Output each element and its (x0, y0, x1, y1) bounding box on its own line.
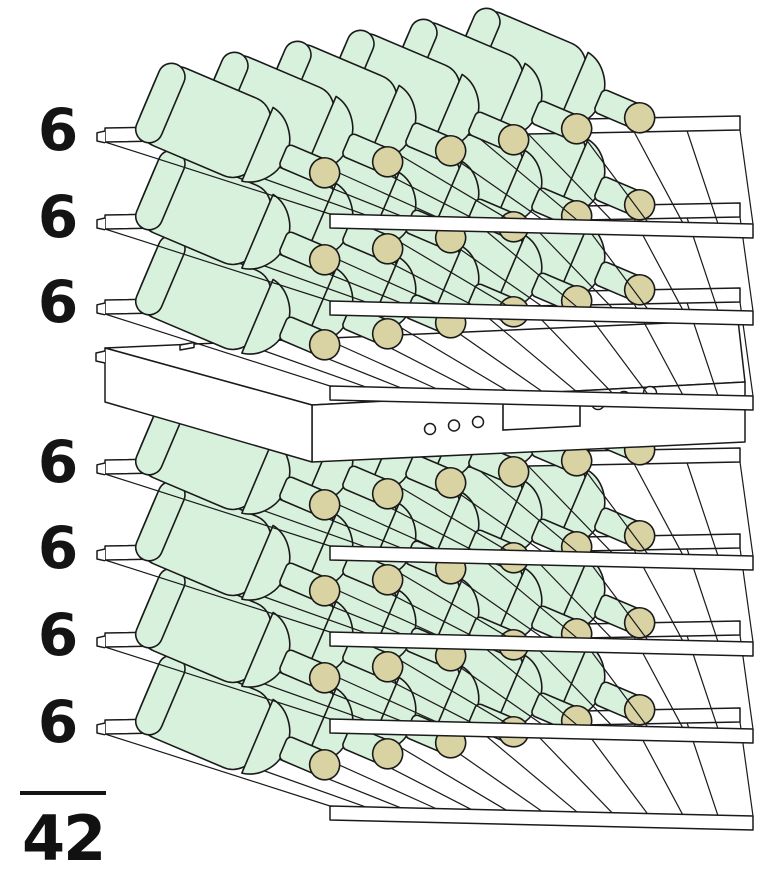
panel-button-icon (447, 419, 461, 432)
shelf-count-label: 6 (37, 428, 79, 496)
total-count-label: 42 (22, 802, 106, 875)
shelf-count-label: 6 (37, 183, 79, 251)
shelf-count-label: 6 (37, 601, 79, 669)
total-divider-line (20, 791, 106, 795)
panel-left-face (104, 347, 313, 463)
shelf-count-label: 6 (37, 688, 79, 756)
panel-button-icon (423, 422, 437, 436)
shelf-count-label: 6 (37, 514, 79, 582)
shelf-count-label: 6 (37, 268, 79, 336)
panel-button-icon (471, 415, 485, 429)
panel-left-clip (95, 350, 106, 364)
panel-notch (179, 341, 195, 351)
shelf-count-label: 6 (37, 96, 79, 164)
